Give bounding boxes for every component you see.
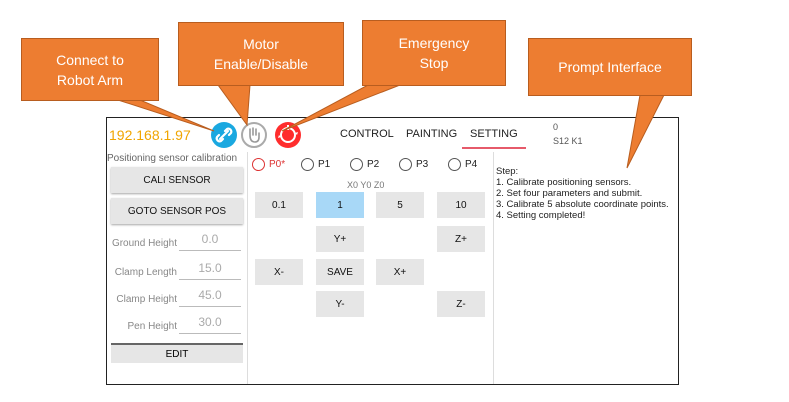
param-label: Pen Height bbox=[127, 321, 177, 332]
connect-icon[interactable] bbox=[211, 122, 237, 148]
prompt-panel: Step: 1. Calibrate positioning sensors. … bbox=[493, 152, 678, 384]
y-plus-button[interactable]: Y+ bbox=[316, 226, 364, 252]
step-5-button[interactable]: 5 bbox=[376, 192, 424, 218]
emergency-stop-icon[interactable] bbox=[275, 122, 301, 148]
status-number: 0 bbox=[553, 122, 559, 132]
callout-line: Prompt Interface bbox=[558, 59, 662, 75]
param-label: Clamp Height bbox=[116, 294, 177, 305]
sensor-calibration-panel: Positioning sensor calibration CALI SENS… bbox=[107, 152, 248, 384]
param-clamp-height: Clamp Height 45.0 bbox=[107, 288, 243, 310]
callout-line: Enable/Disable bbox=[213, 56, 309, 72]
callout-line: Motor bbox=[243, 36, 279, 52]
prompt-line: 1. Calibrate positioning sensors. bbox=[496, 177, 632, 188]
param-clamp-length: Clamp Length 15.0 bbox=[107, 261, 243, 283]
prompt-line: 2. Set four parameters and submit. bbox=[496, 188, 643, 199]
top-bar: 192.168.1.97 CONTROL PAINTING bbox=[107, 118, 678, 152]
radio-circle bbox=[301, 158, 314, 171]
z-plus-button[interactable]: Z+ bbox=[437, 226, 485, 252]
radio-circle bbox=[252, 158, 265, 171]
callout-line: Stop bbox=[419, 55, 449, 71]
step-0-1-button[interactable]: 0.1 bbox=[255, 192, 303, 218]
step-10-button[interactable]: 10 bbox=[437, 192, 485, 218]
coordinate-panel: P0* P1 P2 P3 P4 X0 Y0 Z0 0.1 1 5 10 Y+ Z… bbox=[247, 152, 494, 384]
radio-p1[interactable]: P1 bbox=[301, 158, 330, 171]
radio-circle bbox=[448, 158, 461, 171]
radio-label: P3 bbox=[416, 159, 429, 170]
clamp-length-input[interactable]: 15.0 bbox=[179, 261, 241, 280]
param-pen-height: Pen Height 30.0 bbox=[107, 315, 243, 337]
radio-label: P4 bbox=[465, 159, 478, 170]
step-1-button[interactable]: 1 bbox=[316, 192, 364, 218]
motor-icon[interactable] bbox=[241, 122, 267, 148]
radio-p4[interactable]: P4 bbox=[448, 158, 477, 171]
tab-control[interactable]: CONTROL bbox=[340, 128, 394, 140]
x-plus-button[interactable]: X+ bbox=[376, 259, 424, 285]
prompt-line: 3. Calibrate 5 absolute coordinate point… bbox=[496, 199, 669, 210]
callout-line: Emergency bbox=[398, 35, 470, 51]
tab-painting[interactable]: PAINTING bbox=[406, 128, 458, 140]
y-minus-button[interactable]: Y- bbox=[316, 291, 364, 317]
clamp-height-input[interactable]: 45.0 bbox=[179, 288, 241, 307]
coordinate-readout: X0 Y0 Z0 bbox=[347, 180, 385, 190]
ground-height-input[interactable]: 0.0 bbox=[179, 232, 241, 251]
ip-address: 192.168.1.97 bbox=[109, 127, 191, 143]
x-minus-button[interactable]: X- bbox=[255, 259, 303, 285]
prompt-steps: Step: 1. Calibrate positioning sensors. … bbox=[496, 166, 676, 221]
radio-p3[interactable]: P3 bbox=[399, 158, 428, 171]
param-ground-height: Ground Height 0.0 bbox=[107, 232, 243, 254]
radio-label: P0* bbox=[269, 159, 286, 170]
tab-setting[interactable]: SETTING bbox=[462, 128, 526, 149]
app-window: 192.168.1.97 CONTROL PAINTING bbox=[106, 117, 679, 385]
save-button[interactable]: SAVE bbox=[316, 259, 364, 285]
radio-p2[interactable]: P2 bbox=[350, 158, 379, 171]
motor-callout: Motor Enable/Disable bbox=[178, 22, 344, 86]
callout-line: Connect to bbox=[56, 51, 124, 68]
prompt-callout: Prompt Interface bbox=[528, 38, 692, 96]
goto-sensor-pos-button[interactable]: GOTO SENSOR POS bbox=[111, 198, 243, 224]
edit-button[interactable]: EDIT bbox=[111, 343, 243, 363]
radio-label: P1 bbox=[318, 159, 331, 170]
emergency-callout: Emergency Stop bbox=[362, 20, 506, 86]
prompt-line: 4. Setting completed! bbox=[496, 210, 586, 221]
connect-callout: Connect to Robot Arm bbox=[21, 38, 159, 101]
radio-label: P2 bbox=[367, 159, 380, 170]
radio-p0[interactable]: P0* bbox=[252, 158, 285, 171]
param-label: Clamp Length bbox=[114, 267, 177, 278]
radio-circle bbox=[399, 158, 412, 171]
pen-height-input[interactable]: 30.0 bbox=[179, 315, 241, 334]
prompt-line: Step: bbox=[496, 166, 519, 177]
z-minus-button[interactable]: Z- bbox=[437, 291, 485, 317]
panel-caption: Positioning sensor calibration bbox=[107, 153, 238, 164]
radio-circle bbox=[350, 158, 363, 171]
param-label: Ground Height bbox=[111, 238, 177, 249]
cali-sensor-button[interactable]: CALI SENSOR bbox=[111, 167, 243, 193]
status-text: S12 K1 bbox=[553, 136, 583, 146]
callout-line: Robot Arm bbox=[56, 71, 124, 88]
